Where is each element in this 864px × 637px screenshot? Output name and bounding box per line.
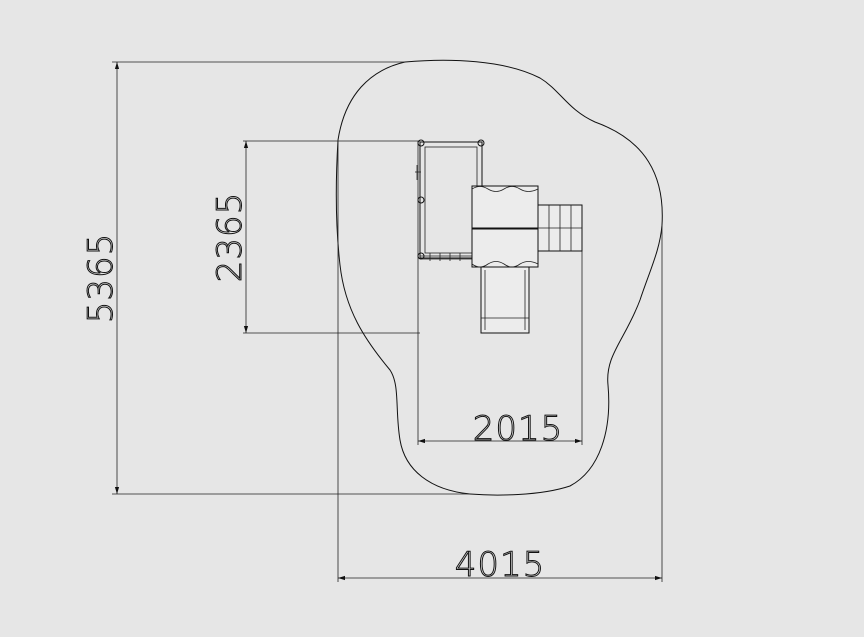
play-equipment [415, 139, 583, 334]
equipment-width-label: 2015 [473, 409, 564, 449]
equipment-depth-label: 2365 [210, 192, 250, 283]
overall-depth-label: 5365 [81, 233, 121, 324]
bottom-rail [420, 253, 472, 261]
slide [480, 266, 530, 334]
frame-inner [424, 146, 478, 254]
platform-upper [471, 185, 539, 229]
platform-lower [471, 228, 539, 268]
safety-zone-outline [335, 59, 663, 496]
extension-lines [112, 61, 663, 582]
overall-width-label: 4015 [455, 545, 546, 585]
